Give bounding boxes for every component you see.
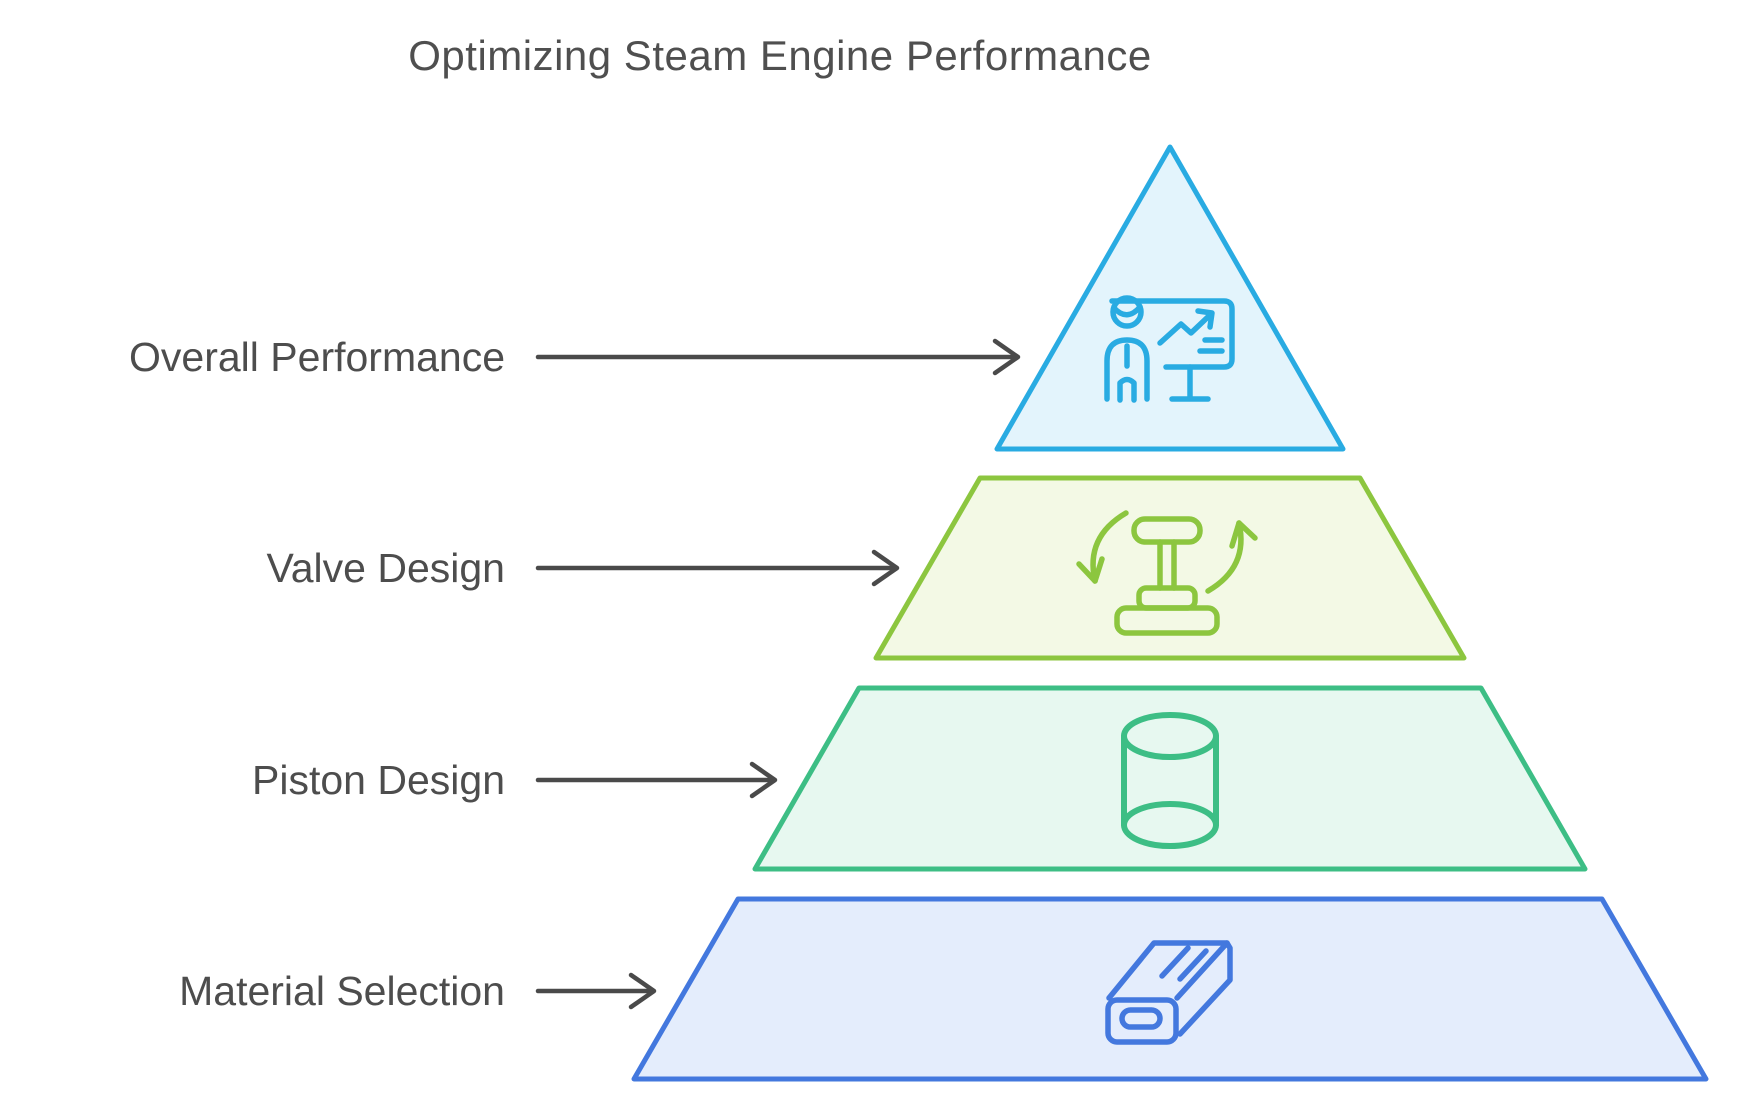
arrow-material-selection [535,972,657,1010]
label-material-selection: Material Selection [179,968,505,1014]
label-piston-design: Piston Design [252,757,505,803]
label-valve-design: Valve Design [266,545,505,591]
arrow-overall-performance [535,338,1021,376]
label-arrows [535,338,1021,1010]
arrow-valve-design [535,549,900,587]
pyramid-level-piston-design [752,685,1588,872]
pyramid-level-overall-performance [994,144,1346,452]
diagram-title: Optimizing Steam Engine Performance [408,32,1152,79]
piston-cylinder-icon [1121,712,1219,849]
pyramid-level-material-selection [631,896,1709,1082]
pyramid-level-valve-design [873,475,1467,661]
valve-rotation-icon [1076,510,1258,636]
material-ingot-icon [1105,940,1233,1045]
presentation-chart-icon [1104,295,1235,403]
arrow-piston-design [535,761,778,799]
label-overall-performance: Overall Performance [129,334,505,380]
